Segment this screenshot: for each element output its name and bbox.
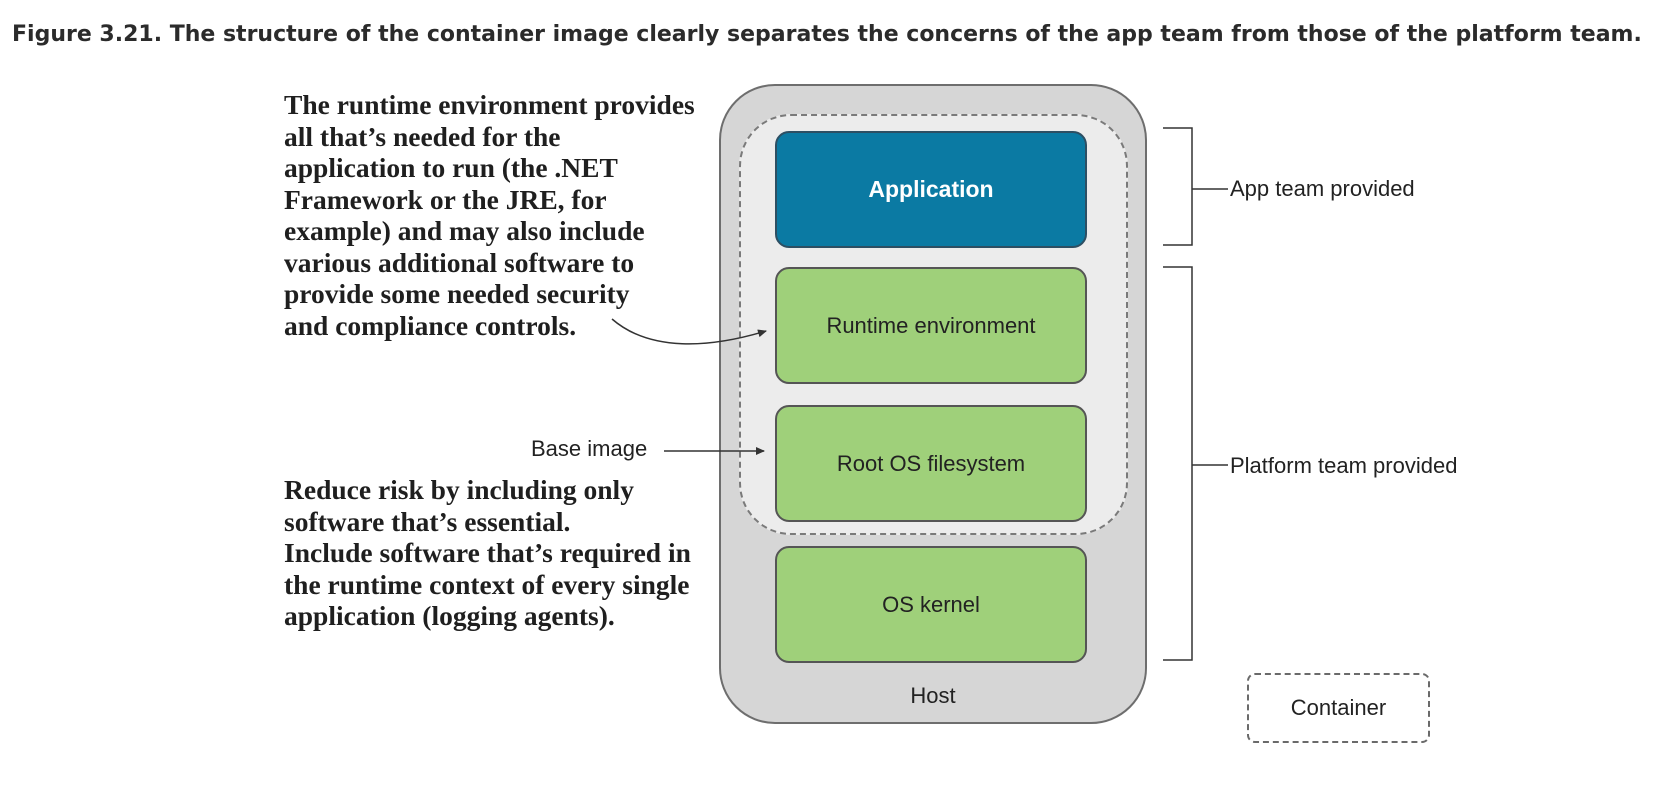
annotation-line: provide some needed security <box>284 278 630 309</box>
container-legend-label: Container <box>1290 695 1387 720</box>
host-label: Host <box>910 683 956 708</box>
runtime-environment-layer: Runtime environment <box>775 267 1087 384</box>
annotation-line: Reduce risk by including only <box>284 474 634 505</box>
figure-caption: Figure 3.21. The structure of the contai… <box>12 22 1642 47</box>
annotation-line: and compliance controls. <box>284 309 577 341</box>
annotation-line: the runtime context of every single <box>284 568 690 600</box>
container-legend: Container <box>1247 673 1430 743</box>
platform-team-bracket <box>1163 266 1228 661</box>
annotation-line: The runtime environment provides <box>284 89 695 120</box>
annotation-line: application to run (the .NET <box>284 152 618 183</box>
annotation-line: Framework or the JRE, for <box>284 183 607 215</box>
root-os-filesystem-layer: Root OS filesystem <box>775 405 1087 522</box>
platform-team-label: Platform team provided <box>1230 453 1458 478</box>
app-team-label: App team provided <box>1230 176 1415 201</box>
os-kernel-layer: OS kernel <box>775 546 1087 663</box>
annotation-line: Include software that’s required in <box>284 537 691 568</box>
app-team-bracket <box>1163 127 1228 246</box>
annotation-line: all that’s needed for the <box>284 120 561 152</box>
base-image-label: Base image <box>531 436 648 461</box>
annotation-line: various additional software to <box>284 246 635 278</box>
base-image-annotation: Reduce risk by including only software t… <box>284 474 691 632</box>
runtime-environment-annotation: The runtime environment provides all tha… <box>284 89 695 341</box>
annotation-line: software that’s essential. <box>284 505 571 537</box>
annotation-line: example) and may also include <box>284 215 645 246</box>
application-layer: Application <box>775 131 1087 248</box>
annotation-line: application (logging agents). <box>284 600 615 631</box>
